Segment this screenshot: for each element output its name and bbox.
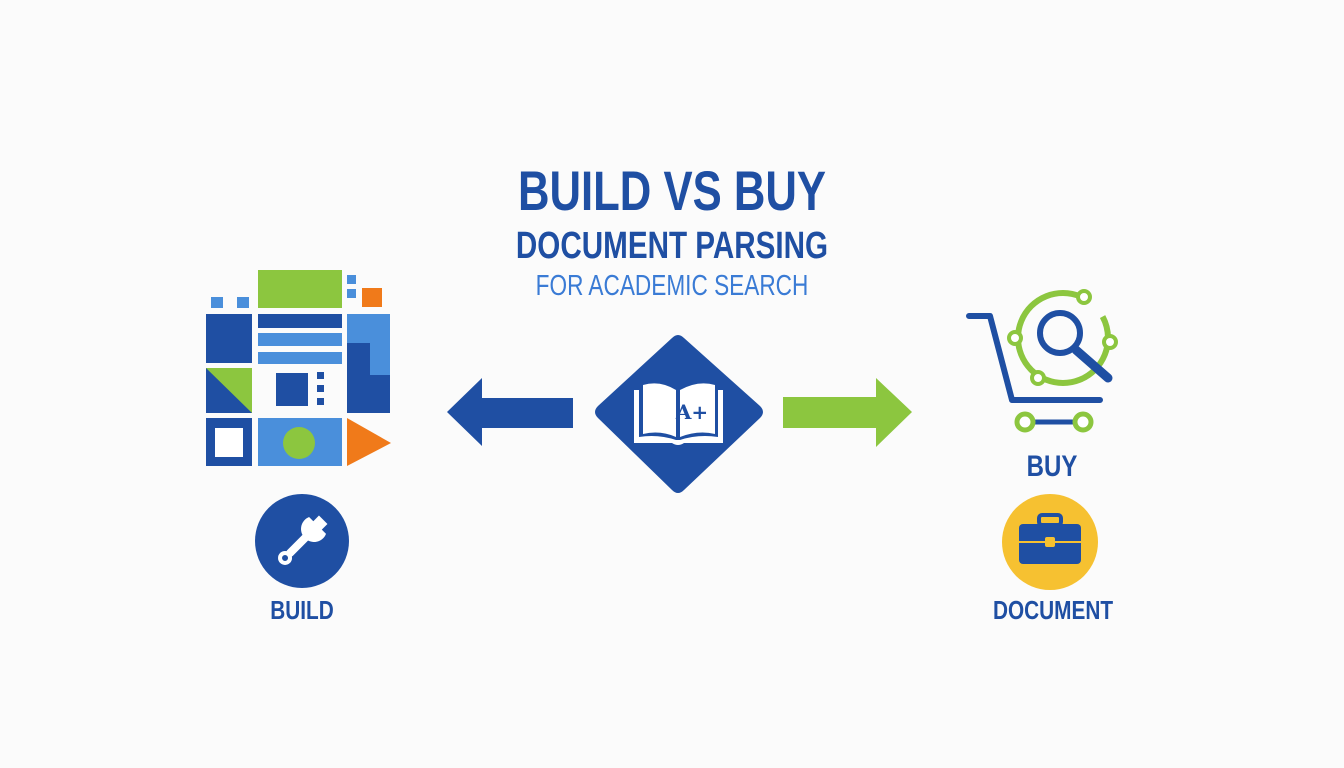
title-line-3: FOR ACADEMIC SEARCH [536, 268, 809, 301]
shopping-cart-search-icon [966, 289, 1118, 433]
wrench-circle [255, 494, 349, 588]
build-label: BUILD [270, 596, 334, 625]
arrow-left-icon [447, 378, 573, 446]
document-label: DOCUMENT [993, 596, 1114, 625]
wrench-icon [278, 515, 328, 565]
title-line-2: DOCUMENT PARSING [516, 225, 828, 267]
build-mosaic-icon [206, 270, 391, 466]
grade-label: A+ [675, 400, 708, 424]
title-line-1: BUILD VS BUY [518, 160, 826, 222]
book-icon [634, 383, 723, 445]
arrow-right-icon [783, 378, 912, 447]
center-diamond: A+ [595, 335, 763, 493]
briefcase-icon [1019, 513, 1081, 564]
briefcase-circle [1002, 494, 1098, 590]
buy-label: BUY [1027, 448, 1078, 482]
